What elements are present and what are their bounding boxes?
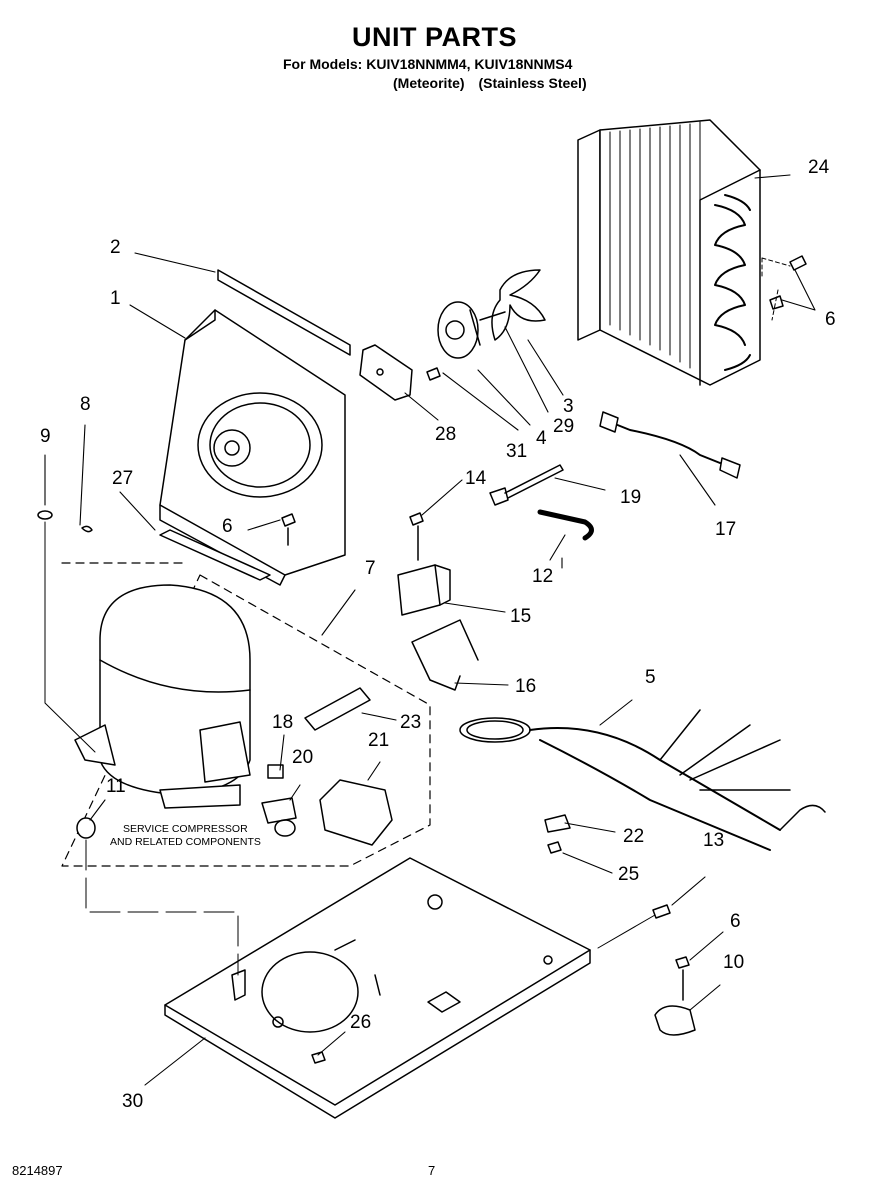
callout-22: 22 [623, 826, 644, 847]
clamp-10 [654, 1005, 696, 1036]
harness-17 [599, 411, 741, 479]
cable-tie-19 [489, 464, 564, 506]
callout-11: 11 [106, 776, 126, 797]
motor-bracket [359, 344, 413, 401]
callout-18: 18 [272, 712, 293, 733]
shroud-screw-icon [281, 513, 296, 546]
bracket-screw-icon [426, 367, 441, 381]
callout-13: 13 [703, 830, 724, 851]
model-variants: (Meteorite) (Stainless Steel) [393, 75, 597, 91]
document-number: 8214897 [12, 1163, 63, 1178]
grommet-11 [76, 817, 96, 839]
callout-14: 14 [465, 468, 487, 489]
page-title: UNIT PARTS [352, 22, 517, 52]
relay-20 [261, 797, 297, 837]
clip-8 [81, 525, 93, 533]
shroud-clip-27 [159, 529, 271, 581]
solenoid-15 [397, 564, 451, 616]
page-number: 7 [428, 1163, 436, 1178]
screw-26 [311, 1051, 326, 1064]
base-pan [164, 857, 591, 1119]
callout-2: 2 [110, 237, 121, 258]
gasket-strip [217, 269, 351, 356]
callout-19: 19 [620, 487, 641, 508]
variant-stainless: (Stainless Steel) [478, 75, 587, 91]
callout-15: 15 [510, 606, 531, 627]
callout-6-condenser: 6 [825, 309, 836, 330]
compressor [74, 584, 251, 809]
tube-12 [537, 509, 594, 541]
callout-labels: 2 1 24 6 3 29 4 31 28 8 9 27 6 14 19 17 … [40, 157, 836, 1112]
callout-8: 8 [80, 394, 91, 415]
screw-6c [675, 956, 690, 1001]
callout-24: 24 [808, 157, 830, 178]
callout-5: 5 [645, 667, 656, 688]
callout-21: 21 [368, 730, 389, 751]
bracket-22 [544, 814, 571, 833]
harness-5 [459, 709, 826, 851]
callout-20: 20 [292, 747, 313, 768]
callout-16: 16 [515, 676, 536, 697]
condenser-coil [577, 119, 761, 386]
variant-meteorite: (Meteorite) [393, 75, 465, 91]
bracket-16 [411, 619, 479, 691]
screw-icon [761, 255, 807, 321]
service-note-line1: SERVICE COMPRESSOR [123, 823, 248, 835]
leader-lines [44, 174, 816, 1086]
overload-18 [267, 764, 284, 779]
callout-12: 12 [532, 566, 553, 587]
screw-25 [547, 841, 562, 854]
callout-6-clamp: 6 [730, 911, 741, 932]
callout-27: 27 [112, 468, 133, 489]
capacitor-21 [319, 779, 393, 846]
callout-25: 25 [618, 864, 639, 885]
callout-28: 28 [435, 424, 456, 445]
callout-29: 29 [553, 416, 574, 437]
fan-blade [479, 269, 546, 341]
callout-17: 17 [715, 519, 736, 540]
callout-31: 31 [506, 441, 527, 462]
screw-13 [652, 904, 671, 919]
service-note-line2: AND RELATED COMPONENTS [110, 836, 261, 848]
callout-10: 10 [723, 952, 744, 973]
callout-23: 23 [400, 712, 421, 733]
fan-motor [437, 301, 481, 359]
callout-7: 7 [365, 558, 376, 579]
callout-3: 3 [563, 396, 574, 417]
callout-30: 30 [122, 1091, 143, 1112]
callout-4: 4 [536, 428, 547, 449]
callout-26: 26 [350, 1012, 371, 1033]
callout-1: 1 [110, 288, 121, 309]
fan-shroud [159, 309, 346, 586]
drier-23 [304, 687, 371, 731]
washer-9 [37, 510, 53, 520]
models-line: For Models: KUIV18NNMM4, KUIV18NNMS4 [283, 56, 573, 72]
callout-6-shroud: 6 [222, 516, 233, 537]
screw-14 [409, 512, 424, 561]
callout-9: 9 [40, 426, 51, 447]
